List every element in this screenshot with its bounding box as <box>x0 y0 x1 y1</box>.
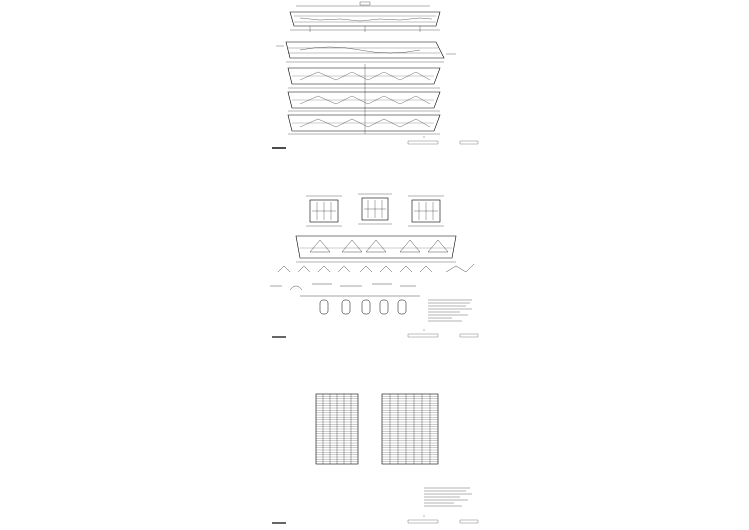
sheet1-title-block <box>272 136 479 149</box>
sheet1-rebar-view-b <box>287 88 441 112</box>
sheet3-notes <box>424 487 472 507</box>
sheet2-stirrups <box>319 299 407 315</box>
sheet2-elevation <box>295 235 457 263</box>
sheet2-cross-section-2 <box>358 193 392 225</box>
sheet2-cross-section-3 <box>408 195 444 227</box>
sheet3-table-right <box>381 393 439 465</box>
sheet2-rebar-details <box>270 263 475 297</box>
sheet1-rebar-view-a <box>287 64 441 89</box>
sheet-1 <box>272 1 479 149</box>
sheet-3 <box>272 393 479 524</box>
sheet1-beam-plan <box>276 41 456 63</box>
sheet-2 <box>270 193 479 338</box>
sheet3-table-left <box>315 393 359 465</box>
sheet2-cross-section-1 <box>306 195 342 227</box>
sheet3-title-block <box>272 515 479 524</box>
sheet1-beam-elevation <box>289 1 441 32</box>
sheet2-title-block <box>272 329 479 338</box>
sheet1-rebar-view-c <box>287 112 441 135</box>
sheet2-notes <box>428 299 472 322</box>
